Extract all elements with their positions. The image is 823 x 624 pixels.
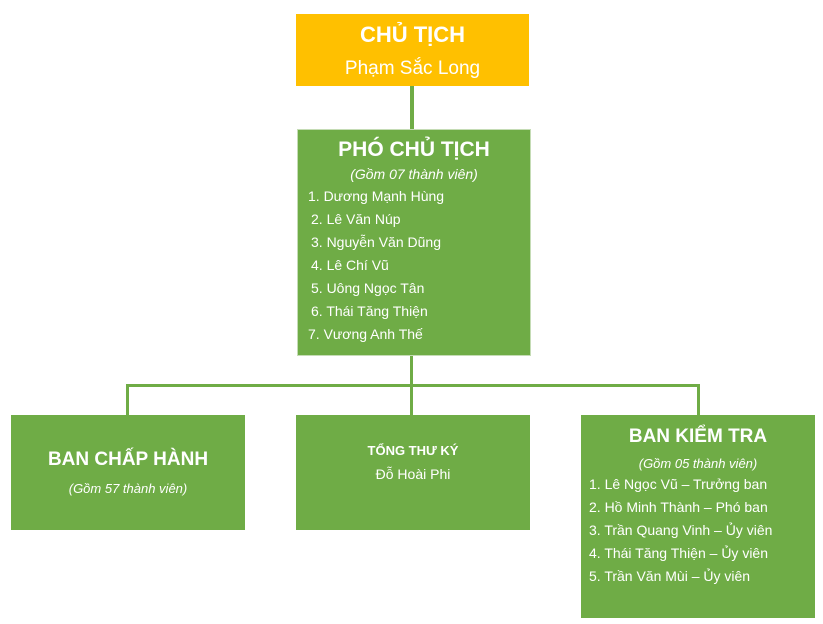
connector-line — [126, 384, 700, 387]
inspection-title: BAN KIỂM TRA — [628, 426, 768, 447]
list-item: 4. Lê Chí Vũ — [311, 257, 389, 273]
list-item: 3. Nguyễn Văn Dũng — [311, 234, 441, 250]
connector-line — [410, 86, 414, 130]
list-item: 3. Trần Quang Vinh – Ủy viên — [589, 522, 773, 538]
vice-subtitle: (Gồm 07 thành viên) — [350, 166, 478, 182]
chairman-title: CHỦ TỊCH — [359, 22, 466, 47]
vice-title: PHÓ CHỦ TỊCH — [338, 138, 490, 161]
executive-box: BAN CHẤP HÀNH (Gồm 57 thành viên) — [11, 415, 245, 530]
list-item: 1. Dương Mạnh Hùng — [308, 188, 445, 204]
list-item: 7. Vương Anh Thế — [308, 326, 423, 342]
executive-title: BAN CHẤP HÀNH — [47, 449, 209, 470]
list-item: 4. Thái Tăng Thiện – Ủy viên — [589, 545, 768, 561]
vice-members: 1. Dương Mạnh Hùng 2. Lê Văn Núp 3. Nguy… — [308, 185, 530, 346]
inspection-subtitle: (Gồm 05 thành viên) — [638, 456, 758, 471]
secretary-box: TỔNG THƯ KÝ Đỗ Hoài Phi — [296, 415, 530, 530]
list-item: 2. Lê Văn Núp — [311, 211, 401, 227]
inspection-members: 1. Lê Ngọc Vũ – Trưởng ban 2. Hồ Minh Th… — [589, 473, 815, 588]
executive-subtitle: (Gồm 57 thành viên) — [68, 481, 188, 496]
list-item: 5. Uông Ngọc Tân — [311, 280, 425, 296]
connector-line — [410, 384, 413, 415]
list-item: 6. Thái Tăng Thiện — [311, 303, 428, 319]
secretary-name: Đỗ Hoài Phi — [375, 466, 451, 482]
chairman-name: Phạm Sắc Long — [344, 58, 481, 79]
chairman-box: CHỦ TỊCH Phạm Sắc Long — [296, 14, 529, 86]
list-item: 5. Trần Văn Mùi – Ủy viên — [589, 568, 751, 584]
vice-chairman-box: PHÓ CHỦ TỊCH (Gồm 07 thành viên) 1. Dươn… — [297, 129, 531, 356]
list-item: 1. Lê Ngọc Vũ – Trưởng ban — [589, 476, 768, 492]
inspection-box: BAN KIỂM TRA (Gồm 05 thành viên) 1. Lê N… — [581, 415, 815, 618]
secretary-title: TỔNG THƯ KÝ — [367, 443, 459, 458]
connector-line — [697, 384, 700, 415]
list-item: 2. Hồ Minh Thành – Phó ban — [589, 499, 768, 515]
connector-line — [126, 384, 129, 415]
connector-line — [410, 356, 413, 386]
